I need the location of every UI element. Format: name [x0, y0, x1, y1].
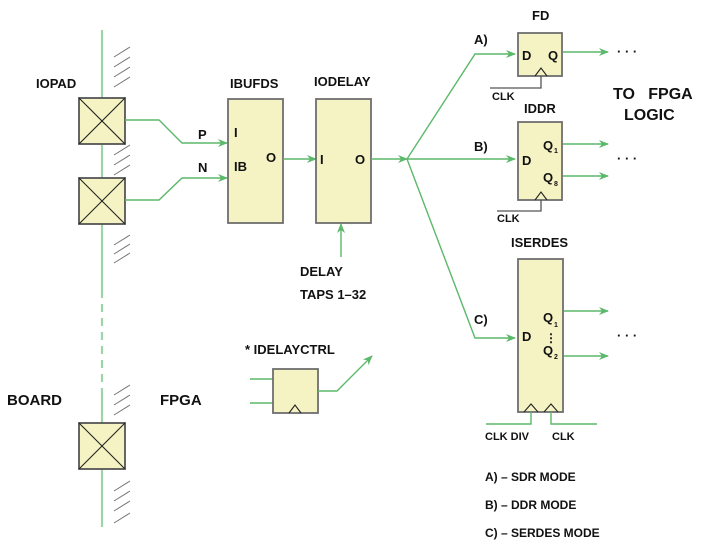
wire-n [125, 174, 228, 201]
iserdes-vdots: ⋮ [545, 331, 557, 345]
iserdes-clkdiv-label: CLK DIV [485, 431, 530, 443]
signal-n-label: N [198, 160, 207, 175]
iserdes-port-q1: Q [543, 310, 553, 325]
fd-block: D Q CLK [490, 32, 563, 103]
iddr-clock-triangle [534, 191, 548, 201]
iddr-block: D Q 1 Q 8 CLK [497, 121, 563, 225]
legend-item-sdr: A) – SDR MODE [485, 470, 576, 484]
iserdes-block: D Q 1 ⋮ Q 2 CLK DIV CLK [485, 258, 597, 443]
iserdes-clk-wire [550, 412, 597, 425]
board-label: BOARD [7, 392, 62, 409]
fd-clk-label: CLK [492, 91, 515, 103]
ibufds-port-ib: IB [234, 159, 247, 174]
fd-clock-triangle [534, 67, 548, 77]
signal-p-label: P [198, 127, 207, 142]
branch-c-wire [406, 158, 516, 342]
iodelay-block: I O [315, 98, 372, 224]
to-fpga-logic-line1: TO FPGA [613, 86, 693, 103]
branch-a-label: A) [474, 32, 488, 47]
fd-port-d: D [522, 48, 531, 63]
fd-clk-wire [490, 76, 542, 89]
iopad-n [78, 177, 126, 225]
iddr-clk-wire [497, 200, 542, 212]
iserdes-port-q2: Q [543, 343, 553, 358]
iddr-port-q2-sub: 8 [554, 181, 558, 188]
branch-a-wire [406, 50, 516, 160]
iserdes-label: ISERDES [511, 235, 568, 250]
hatch-marks [113, 46, 131, 524]
iserdes-clk-triangle [543, 403, 559, 413]
iodelay-port-o: O [355, 152, 365, 167]
to-fpga-logic-line2: LOGIC [624, 107, 675, 124]
iserdes-clk-label: CLK [552, 431, 575, 443]
iserdes-port-d: D [522, 329, 531, 344]
wire-p [125, 119, 228, 147]
iopad-bottom [78, 422, 126, 470]
branch-b-label: B) [474, 139, 488, 154]
delay-label-line1: DELAY [300, 264, 343, 279]
iddr-ellipsis: · · · [617, 151, 637, 166]
legend-item-ddr: B) – DDR MODE [485, 498, 576, 512]
iopad-p [78, 97, 126, 145]
fd-label: FD [532, 8, 549, 23]
ibufds-block: I IB O [227, 98, 284, 224]
idelayctrl-block [250, 355, 373, 414]
iserdes-clkdiv-triangle [523, 403, 539, 413]
iddr-label: IDDR [524, 101, 556, 116]
ibufds-port-o: O [266, 150, 276, 165]
iddr-port-q1-sub: 1 [554, 148, 558, 155]
idelayctrl-label: * IDELAYCTRL [245, 342, 335, 357]
mode-legend: A) – SDR MODE B) – DDR MODE C) – SERDES … [485, 470, 600, 540]
idelayctrl-clock-triangle [288, 404, 302, 414]
ibufds-port-i: I [234, 125, 238, 140]
iddr-port-q1: Q [543, 138, 553, 153]
iserdes-port-q1-sub: 1 [554, 322, 558, 329]
iserdes-port-q2-sub: 2 [554, 354, 558, 361]
idelayctrl-out-wire [318, 355, 373, 392]
fpga-label: FPGA [160, 392, 202, 409]
iddr-clk-label: CLK [497, 213, 520, 225]
iserdes-clkdiv-wire [486, 412, 532, 425]
fd-port-q: Q [548, 48, 558, 63]
branch-c-label: C) [474, 312, 488, 327]
iddr-port-q2: Q [543, 170, 553, 185]
legend-item-serdes: C) – SERDES MODE [485, 526, 600, 540]
iddr-port-d: D [522, 153, 531, 168]
delay-label-line2: TAPS 1–32 [300, 287, 366, 302]
iserdes-ellipsis: · · · [617, 328, 637, 343]
iopad-label: IOPAD [36, 76, 76, 91]
iodelay-port-i: I [320, 152, 324, 167]
ibufds-label: IBUFDS [230, 76, 279, 91]
iodelay-label: IODELAY [314, 74, 371, 89]
fd-ellipsis: · · · [617, 44, 637, 59]
